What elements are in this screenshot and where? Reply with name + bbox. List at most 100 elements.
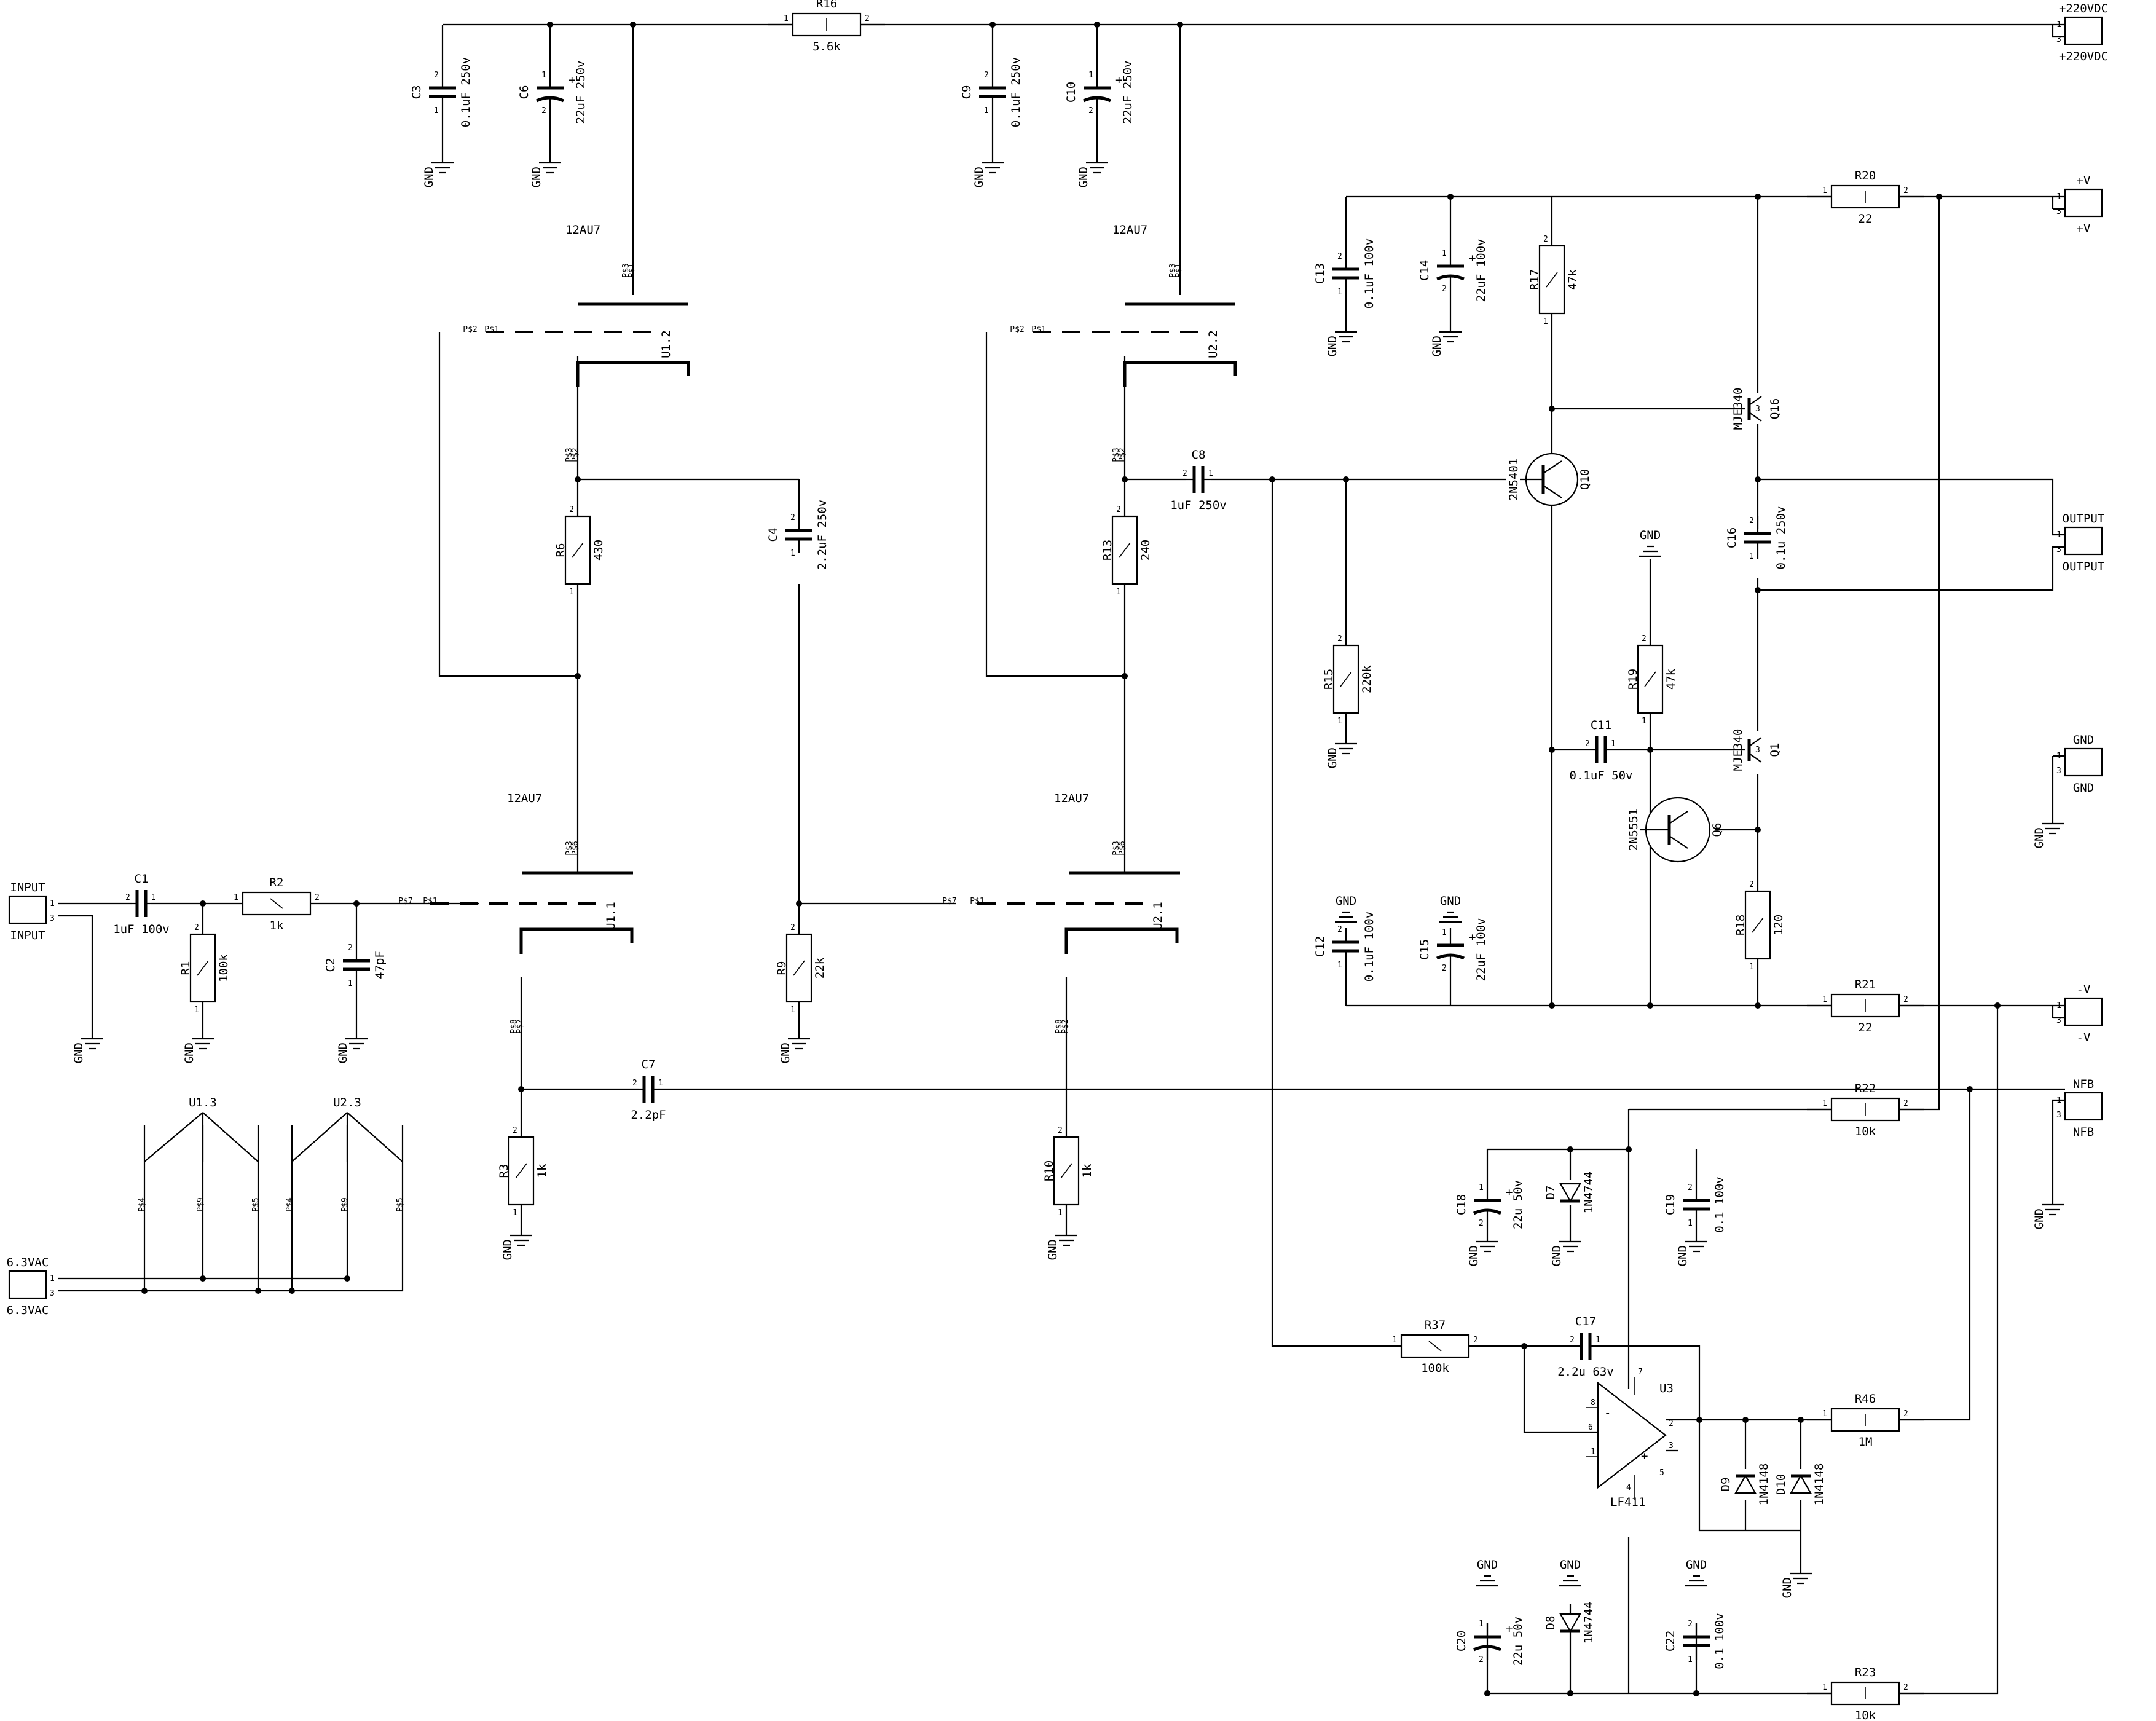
component-ref: R18 (1734, 915, 1747, 935)
component-ref: R22 (1855, 1082, 1876, 1095)
svg-text:2: 2 (434, 71, 439, 80)
svg-text:1: 1 (569, 588, 574, 597)
component-value: 2.2uF 250v (816, 500, 829, 570)
component-value: 0.1u 250v (1774, 506, 1788, 570)
svg-text:1: 1 (1749, 552, 1754, 561)
component-ref: R16 (816, 0, 837, 10)
component-value: 47pF (373, 951, 387, 979)
svg-text:3: 3 (2056, 545, 2061, 554)
component-value: MJE340 (1731, 729, 1745, 771)
junction-dot (575, 476, 581, 482)
svg-text:P$4: P$4 (138, 1197, 147, 1212)
svg-text:6: 6 (1588, 1423, 1593, 1432)
svg-text:P$2: P$2 (1010, 325, 1024, 334)
ground-symbol: GND (72, 1038, 103, 1063)
svg-text:+: + (1469, 931, 1476, 944)
junction-dot (1549, 406, 1555, 412)
ground-symbol: GND (501, 1234, 532, 1260)
component-value: 22uF 250v (574, 61, 588, 124)
ground-symbol: GND (336, 1038, 368, 1063)
component-value: 1N4744 (1582, 1172, 1595, 1214)
svg-text:1: 1 (1442, 928, 1447, 937)
component-value: 1k (1080, 1164, 1094, 1178)
component-value: 2.2pF (631, 1108, 666, 1122)
wire (1523, 1346, 1598, 1433)
component-value: 22uF 100v (1474, 918, 1488, 982)
svg-text:P$5: P$5 (396, 1197, 405, 1211)
wire (1551, 313, 1745, 410)
connector-label: +V (2077, 222, 2091, 235)
svg-text:P$8: P$8 (1055, 1019, 1064, 1033)
connector-label: 6.3VAC (7, 1304, 49, 1317)
junction-dot (1549, 1002, 1555, 1009)
svg-text:1: 1 (2056, 192, 2061, 202)
component-value: 22 (1859, 212, 1873, 226)
junction-dot (1343, 476, 1349, 482)
svg-text:P$3: P$3 (1168, 263, 1178, 277)
junction-dot (1626, 1146, 1632, 1152)
component-ref: U3 (1659, 1382, 1674, 1395)
ground-symbol: GND (1046, 1234, 1077, 1260)
svg-text:1: 1 (1543, 317, 1548, 326)
ground-label: GND (1046, 1239, 1060, 1260)
svg-text:1: 1 (234, 893, 238, 902)
svg-text:P$2: P$2 (1118, 447, 1127, 462)
svg-text:+: + (1641, 1449, 1648, 1463)
component-ref: R46 (1855, 1392, 1876, 1406)
svg-text:-: - (1604, 1406, 1611, 1420)
svg-text:2: 2 (1903, 1099, 1908, 1108)
component-value: 5.6k (812, 40, 841, 53)
ground-symbol: GND (1430, 331, 1462, 356)
connector-label: 6.3VAC (7, 1256, 49, 1269)
svg-text:4: 4 (1626, 1483, 1631, 1492)
svg-text:+: + (1469, 251, 1476, 265)
svg-text:1: 1 (1642, 717, 1647, 726)
junction-dot (1755, 827, 1761, 833)
component-value: 100k (217, 954, 230, 982)
component-ref: R15 (1322, 669, 1336, 690)
svg-text:1: 1 (1479, 1620, 1484, 1629)
connector-label: INPUT (10, 929, 45, 942)
wire (144, 1112, 203, 1162)
svg-text:2: 2 (1903, 1683, 1908, 1692)
component-ref: R9 (775, 961, 789, 975)
svg-text:P$1: P$1 (1031, 325, 1045, 334)
ground-label: GND (1430, 336, 1444, 356)
component-ref: C3 (410, 85, 423, 100)
component-ref: Q1 (1768, 743, 1782, 757)
component-ref: D10 (1774, 1474, 1788, 1495)
svg-text:1: 1 (2056, 1001, 2061, 1010)
component-value: 1k (270, 919, 284, 932)
svg-text:2: 2 (125, 893, 130, 902)
svg-text:1: 1 (348, 979, 353, 988)
component-ref: Q6 (1710, 823, 1724, 837)
svg-text:2: 2 (1585, 739, 1590, 749)
junction-dot (1567, 1690, 1573, 1696)
component-value: 0.1uF 100v (1363, 912, 1376, 982)
wire (1698, 1420, 1801, 1532)
junction-dot (1755, 476, 1761, 482)
ground-symbol: GND (2032, 1203, 2064, 1229)
svg-text:+: + (1506, 1186, 1513, 1199)
component-ref: C16 (1725, 527, 1739, 548)
component-ref: C11 (1591, 719, 1611, 732)
component-value: 430 (592, 540, 605, 561)
junction-dot (1549, 747, 1555, 753)
svg-text:1: 1 (50, 1274, 55, 1283)
svg-text:1: 1 (2056, 530, 2061, 540)
svg-text:3: 3 (50, 914, 55, 923)
